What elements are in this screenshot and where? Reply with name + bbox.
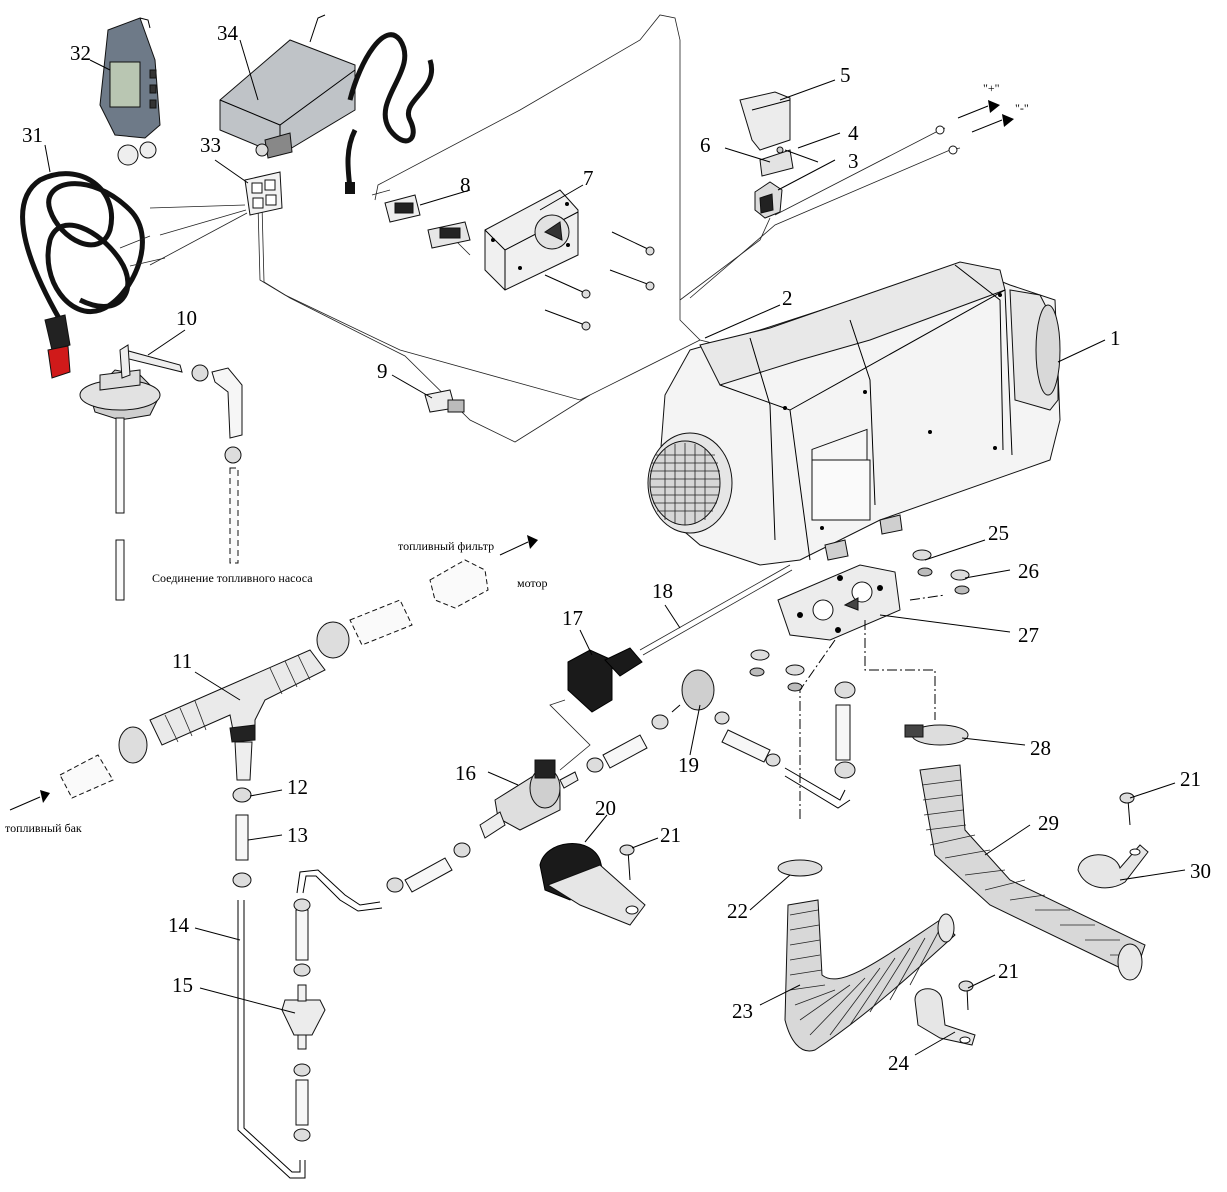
- label-25: 25: [988, 521, 1009, 545]
- label-33: 33: [200, 133, 221, 157]
- label-11: 11: [172, 649, 192, 673]
- label-5: 5: [840, 63, 851, 87]
- label-13: 13: [287, 823, 308, 847]
- label-15: 15: [172, 973, 193, 997]
- self-tapping-screws-21: [619, 792, 1135, 1011]
- label-27: 27: [1018, 623, 1039, 647]
- label-2: 2: [782, 286, 793, 310]
- label-34: 34: [217, 21, 239, 45]
- label-23: 23: [732, 999, 753, 1023]
- captions: "+" "-" Соединение топливного насоса топ…: [5, 81, 1029, 835]
- label-14: 14: [168, 913, 190, 937]
- label-20: 20: [595, 796, 616, 820]
- label-22: 22: [727, 899, 748, 923]
- label-10: 10: [176, 306, 197, 330]
- caption-fuel-pump-connection: Соединение топливного насоса: [152, 571, 313, 585]
- label-28: 28: [1030, 736, 1051, 760]
- exhaust-clamp-24: [914, 988, 976, 1046]
- label-31: 31: [22, 123, 43, 147]
- label-19: 19: [678, 753, 699, 777]
- label-12: 12: [287, 775, 308, 799]
- caption-motor: мотор: [517, 576, 548, 590]
- connector-8: [384, 194, 421, 223]
- label-7: 7: [583, 166, 594, 190]
- label-21a: 21: [660, 823, 681, 847]
- label-1: 1: [1110, 326, 1121, 350]
- duct-clamp-30: [1077, 844, 1149, 889]
- connector-9: [424, 389, 465, 413]
- connector-33: [244, 171, 283, 216]
- label-29: 29: [1038, 811, 1059, 835]
- air-heater-unit: [647, 261, 1061, 566]
- fuel-line-left: [9, 535, 538, 1179]
- fuse-assembly: [739, 91, 1014, 219]
- label-8: 8: [460, 173, 471, 197]
- caption-fuel-tank: топливный бак: [5, 821, 82, 835]
- screws-7: [544, 231, 655, 331]
- check-valve-19: [671, 669, 856, 809]
- fuel-pump-16: [479, 714, 669, 839]
- part-numbers: 1 2 3 4 5 6 7 8 9 10 11 12 13 14 15 16 1…: [22, 21, 1211, 1075]
- caption-plus: "+": [983, 81, 1000, 95]
- exhaust-pipe-23: [777, 859, 956, 1052]
- label-9: 9: [377, 359, 388, 383]
- label-18: 18: [652, 579, 673, 603]
- label-32: 32: [70, 41, 91, 65]
- label-21b: 21: [1180, 767, 1201, 791]
- control-panel: [427, 189, 655, 331]
- label-21c: 21: [998, 959, 1019, 983]
- washers: [749, 549, 970, 692]
- label-17: 17: [562, 606, 583, 630]
- caption-fuel-filter: топливный фильтр: [398, 539, 494, 553]
- fuel-standpipe-10: [79, 344, 243, 601]
- label-16: 16: [455, 761, 476, 785]
- connector-17: [567, 647, 643, 713]
- label-6: 6: [700, 133, 711, 157]
- pipe-clamp-20: [539, 843, 646, 926]
- gsm-module-34: [219, 14, 435, 194]
- gasket-27: [749, 549, 970, 820]
- air-duct-29: [904, 724, 1146, 981]
- caption-minus: "-": [1015, 101, 1029, 115]
- label-30: 30: [1190, 859, 1211, 883]
- label-4: 4: [848, 121, 859, 145]
- label-24: 24: [888, 1051, 910, 1075]
- label-26: 26: [1018, 559, 1039, 583]
- remote-fob-32: [99, 17, 161, 166]
- antenna-cable-31: [20, 171, 166, 379]
- label-3: 3: [848, 149, 859, 173]
- leader-lines: [44, 39, 1186, 1056]
